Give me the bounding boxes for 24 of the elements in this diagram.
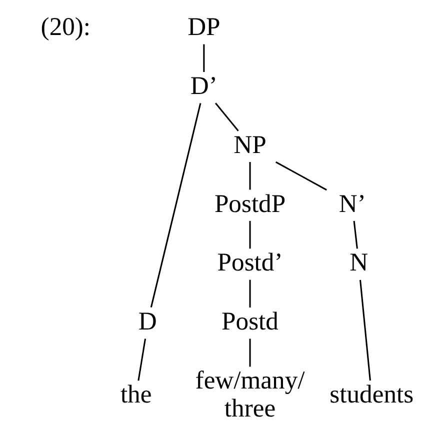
connector: [248, 280, 250, 308]
connector: [248, 162, 250, 190]
node-text: Postd’: [216, 248, 282, 277]
node-text: students: [329, 380, 414, 409]
node-text: NP: [233, 130, 266, 159]
connector: [214, 102, 238, 132]
connector: [359, 280, 370, 381]
node-text: Postd: [221, 306, 278, 336]
label: (20):: [40, 12, 90, 42]
connector: [352, 220, 358, 249]
node-text: few/many/ three: [194, 365, 304, 423]
node-text: D: [138, 306, 156, 336]
connector: [248, 220, 250, 249]
connector: [150, 102, 201, 308]
node-text: the: [120, 380, 152, 409]
connector: [275, 161, 326, 191]
node-text: N’: [338, 188, 366, 218]
node-text: PostdP: [214, 188, 286, 218]
connector: [137, 338, 146, 381]
connector: [202, 44, 204, 72]
node-text: N: [349, 248, 368, 277]
node-text: DP: [187, 12, 220, 42]
connector: [248, 338, 250, 367]
node-text: D’: [190, 71, 217, 100]
